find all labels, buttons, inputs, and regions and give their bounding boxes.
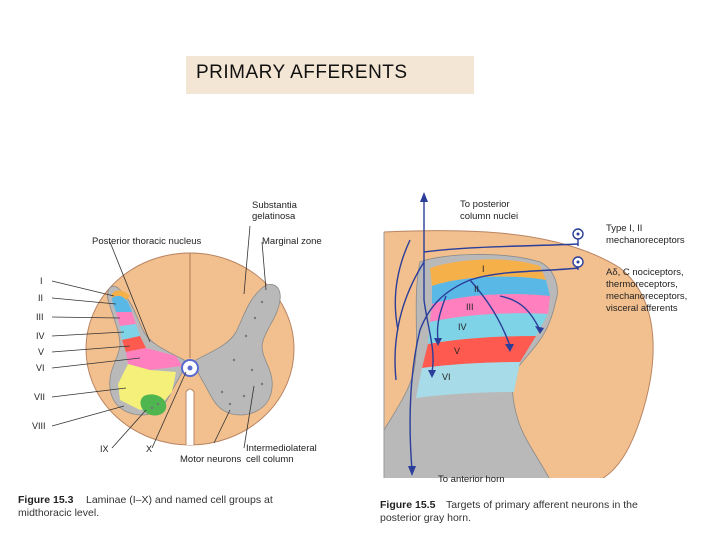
- lamina-label-III: III: [36, 312, 44, 322]
- label-intermediolateral-1: Intermediolateral: [246, 443, 317, 454]
- lamina-label-VII: VII: [34, 392, 45, 402]
- label-substantia-2: gelatinosa: [252, 211, 296, 222]
- figure-15-5: I II III IV V VI To posterior column nuc…: [380, 192, 687, 524]
- central-canal-lumen: [188, 366, 193, 371]
- fig2-lamina-VI: VI: [442, 372, 451, 382]
- lamina-label-II: II: [38, 293, 43, 303]
- lamina-label-VIII: VIII: [32, 421, 46, 431]
- fig2-lamina-III: III: [466, 302, 474, 312]
- label-motor-neurons: Motor neurons: [180, 454, 242, 465]
- fig2-lamina-I: I: [482, 264, 485, 274]
- anterior-fissure: [186, 389, 194, 445]
- label-posterior-column-1: To posterior: [460, 199, 510, 210]
- fig2-caption-line2: posterior gray horn.: [380, 512, 471, 524]
- fig2-caption-number: Figure 15.5: [380, 499, 436, 511]
- label-substantia-1: Substantia: [252, 200, 298, 211]
- lamina-label-VI: VI: [36, 363, 45, 373]
- label-nociceptors-3: mechanoreceptors,: [606, 291, 687, 302]
- fig1-caption-line1: Laminae (I–X) and named cell groups at: [86, 494, 273, 506]
- figure-15-3: Substantia gelatinosa Posterior thoracic…: [18, 200, 322, 519]
- label-nociceptors-4: visceral afferents: [606, 303, 678, 314]
- label-nociceptors-1: Aδ, C nociceptors,: [606, 267, 684, 278]
- label-type-mech-1: Type I, II: [606, 223, 642, 234]
- label-nociceptors-2: thermoreceptors,: [606, 279, 678, 290]
- label-intermediolateral-2: cell column: [246, 454, 294, 465]
- lamina-label-V: V: [38, 347, 44, 357]
- fig2-lamina-V: V: [454, 346, 460, 356]
- fig1-caption-line2: midthoracic level.: [18, 507, 99, 519]
- fig2-lamina-II: II: [474, 284, 479, 294]
- fig2-lamina-IV: IV: [458, 322, 467, 332]
- label-posterior-thoracic: Posterior thoracic nucleus: [92, 236, 202, 247]
- label-type-mech-2: mechanoreceptors: [606, 235, 685, 246]
- fig1-caption-number: Figure 15.3: [18, 494, 74, 506]
- lamina-label-I: I: [40, 276, 43, 286]
- lamina-label-IV: IV: [36, 331, 45, 341]
- label-anterior-horn: To anterior horn: [438, 474, 505, 485]
- label-marginal-zone: Marginal zone: [262, 236, 322, 247]
- label-posterior-column-2: column nuclei: [460, 211, 518, 222]
- fig2-caption-line1: Targets of primary afferent neurons in t…: [446, 499, 638, 511]
- lamina-label-IX: IX: [100, 444, 109, 454]
- lamina-label-X: X: [146, 444, 152, 454]
